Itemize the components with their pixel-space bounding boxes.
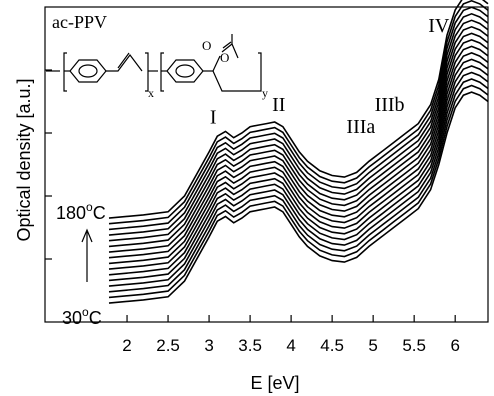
spectrum-curve-11 — [108, 25, 489, 248]
spectrum-curve-12 — [108, 19, 489, 242]
plot-frame — [44, 6, 489, 323]
x-tick-label-2.5: 2.5 — [156, 336, 180, 355]
structure-subscript-x: x — [148, 86, 154, 100]
x-tick-label-3.5: 3.5 — [238, 336, 262, 355]
panel-label: ac-PPV — [52, 12, 107, 32]
temperature-arrow — [81, 228, 93, 282]
spectrum-curve-13 — [108, 12, 489, 236]
x-tick-label-6: 6 — [450, 336, 459, 355]
x-tick-label-4.5: 4.5 — [320, 336, 344, 355]
spectrum-curve-10 — [108, 32, 489, 253]
spectrum-curve-8 — [108, 45, 489, 265]
temp-label-high: 180oC — [56, 200, 106, 223]
x-tick-label-5.5: 5.5 — [402, 336, 426, 355]
spectrum-curve-2 — [108, 84, 489, 299]
spectrum-curve-16 — [108, 0, 489, 219]
y-axis-label: Optical density [a.u.] — [14, 78, 34, 241]
temp-label-low: 30oC — [62, 305, 102, 328]
x-tick-label-2: 2 — [122, 336, 131, 355]
spectrum-curve-4 — [108, 71, 489, 287]
spectrum-curve-6 — [108, 58, 489, 276]
band-label-iv: IV — [428, 15, 450, 37]
structure-oxygen-top: O — [202, 38, 211, 53]
spectrum-curve-5 — [108, 65, 489, 282]
x-tick-label-4: 4 — [286, 336, 295, 355]
x-axis-label: E [eV] — [250, 373, 299, 393]
chemical-structure — [46, 34, 262, 92]
structure-oxygen-ester: O — [220, 50, 229, 65]
spectrum-curve-14 — [108, 6, 489, 231]
spectrum-curve-3 — [108, 78, 489, 293]
x-axis-ticks — [126, 315, 456, 322]
spectrum-curve-15 — [108, 0, 489, 225]
structure-subscript-y: y — [262, 86, 268, 100]
band-label-iiia: IIIa — [346, 116, 375, 138]
x-axis-tick-labels: 2 2.5 3 3.5 4 4.5 5 5.5 6 — [122, 336, 460, 355]
y-axis-ticks — [45, 69, 52, 260]
spectrum-curve-7 — [108, 52, 489, 270]
x-tick-label-3: 3 — [204, 336, 213, 355]
spectrum-curve-1 — [108, 91, 489, 304]
band-label-i: I — [210, 107, 217, 129]
band-label-ii: II — [272, 94, 285, 116]
x-tick-label-5: 5 — [368, 336, 377, 355]
band-label-iiib: IIIb — [375, 94, 405, 116]
spectrum-curve-9 — [108, 39, 489, 259]
spectra-curves — [108, 0, 489, 304]
